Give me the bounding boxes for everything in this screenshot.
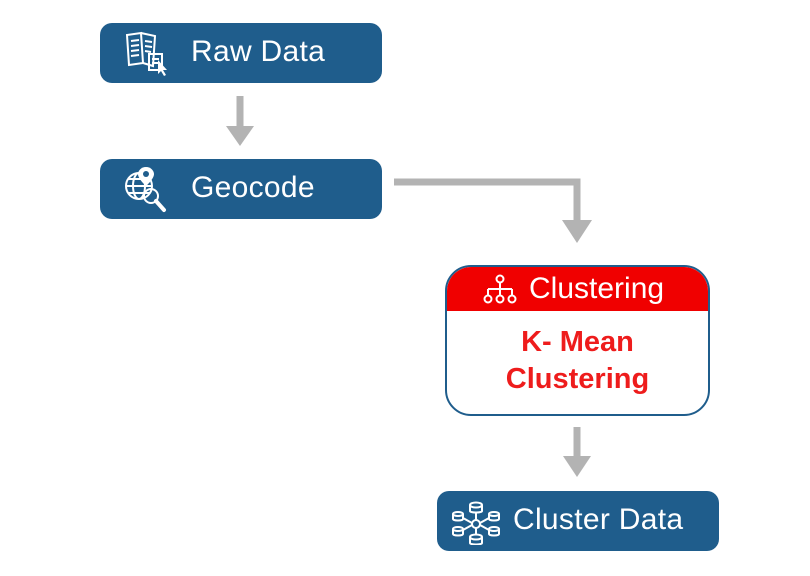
globe-search-icon [122, 165, 168, 213]
arrow-geocode-to-clustering [394, 178, 592, 243]
cluster-data-label: Cluster Data [513, 503, 684, 536]
clustering-method: K- Mean Clustering [447, 324, 708, 398]
arrow-clustering-to-cluster-data [563, 427, 591, 477]
geocode-node: Geocode [100, 159, 382, 219]
documents-icon [124, 30, 172, 76]
raw-data-label: Raw Data [191, 35, 326, 68]
cluster-data-node: Cluster Data [437, 491, 719, 551]
hierarchy-icon [483, 274, 517, 309]
geocode-label: Geocode [191, 171, 315, 204]
arrow-raw-to-geocode [226, 96, 254, 146]
clustering-header-label: Clustering [529, 272, 665, 305]
database-network-icon [451, 497, 501, 545]
clustering-node: Clustering K- Mean Clustering [445, 265, 710, 416]
clustering-header: Clustering [447, 267, 708, 311]
method-line-2: Clustering [505, 363, 650, 395]
raw-data-node: Raw Data [100, 23, 382, 83]
method-line-1: K- Mean [521, 326, 634, 358]
